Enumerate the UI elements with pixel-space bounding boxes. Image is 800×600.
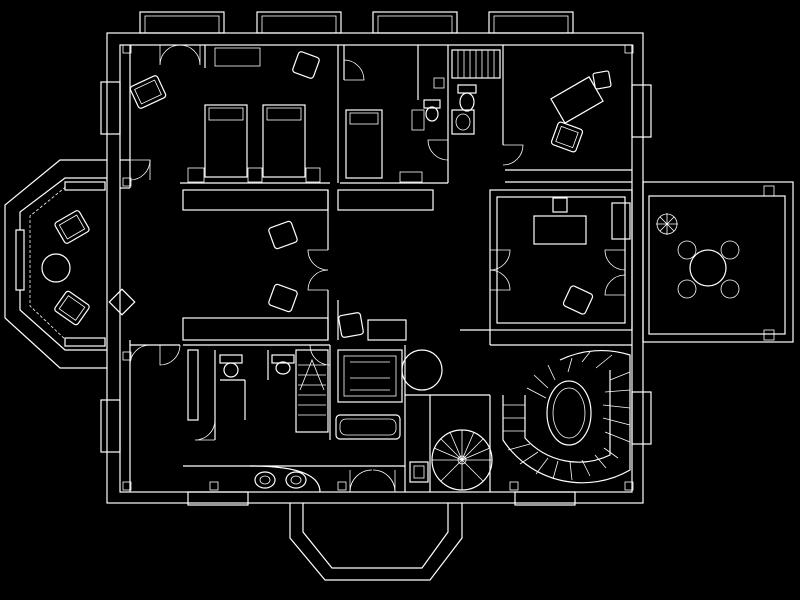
round-table-icon [689,249,727,287]
toilet-icon [457,84,477,112]
terrace [642,181,794,343]
bay-window-top [64,181,106,191]
door-swing-icon [307,249,329,291]
bay-window-left [15,229,25,291]
door-swing-icon [129,159,151,181]
top-window-boxes [139,11,574,34]
door-swing-icon [309,344,331,366]
armchair-icon [54,210,90,244]
sink-icon [451,109,475,135]
toilet-icon [423,99,441,122]
chair [677,240,697,260]
armchair-icon [552,197,568,213]
entry-porch [289,503,463,581]
door-swing-icon [194,419,216,441]
bay-window-bottom [64,337,106,347]
round-table-icon [41,253,71,283]
bathroom-upper [411,49,501,135]
plant-icon [656,213,678,235]
door-swing-icon [159,44,201,66]
desks [41,76,631,283]
chair [677,279,697,299]
door-swing-icon [427,139,449,161]
door-swing-icon [129,344,181,366]
door-swing-icon [349,469,396,493]
door-swing-icon [604,249,626,296]
toilet-icon [271,354,295,375]
exterior-walls [106,32,644,504]
sink-icon [285,471,307,489]
spiral-stair-icon [431,429,493,491]
armchairs [54,51,612,338]
toilet-icon [219,354,243,378]
chair [720,279,740,299]
door-swing-icon [343,59,365,81]
left-bay [4,159,107,369]
terrace-furniture [656,213,740,299]
curved-stair-icon [502,349,631,484]
right-windows [631,84,652,445]
desk-icon [533,215,587,245]
column-markers [122,44,634,491]
bed-icon [204,104,248,178]
toilet-icon [409,461,429,483]
bathtub-icon [335,414,401,440]
armchair-icon [562,285,594,315]
sink-icon [254,471,276,489]
armchair-icon [108,288,136,316]
dresser [399,171,423,183]
door-swing-icon [502,144,524,166]
nightstand [247,167,263,183]
bathroom-tub [335,349,443,483]
interior-walls [120,45,633,493]
bed-icon [345,109,383,179]
nightstand [305,167,321,183]
armchair-icon [550,121,584,153]
armchair-icon [129,75,167,109]
doors [129,44,626,493]
bottom-windows [187,491,576,506]
armchair-icon [338,312,364,338]
door-swing-icon [489,249,511,291]
armchair-icon [592,70,612,90]
cabinet [611,202,631,240]
wardrobe [214,47,261,67]
armchair-icon [54,290,90,326]
bed-icon [262,104,306,178]
bathroom-lower-left [219,349,329,489]
beds [187,47,423,183]
shower [295,349,329,433]
armchair-icon [268,283,298,313]
armchair-icon [292,51,320,79]
nightstand [187,167,205,183]
plant-icon [401,349,443,391]
chair [720,240,740,260]
armchair-icon [268,220,298,250]
left-windows [100,81,121,453]
desk-icon [550,76,604,124]
